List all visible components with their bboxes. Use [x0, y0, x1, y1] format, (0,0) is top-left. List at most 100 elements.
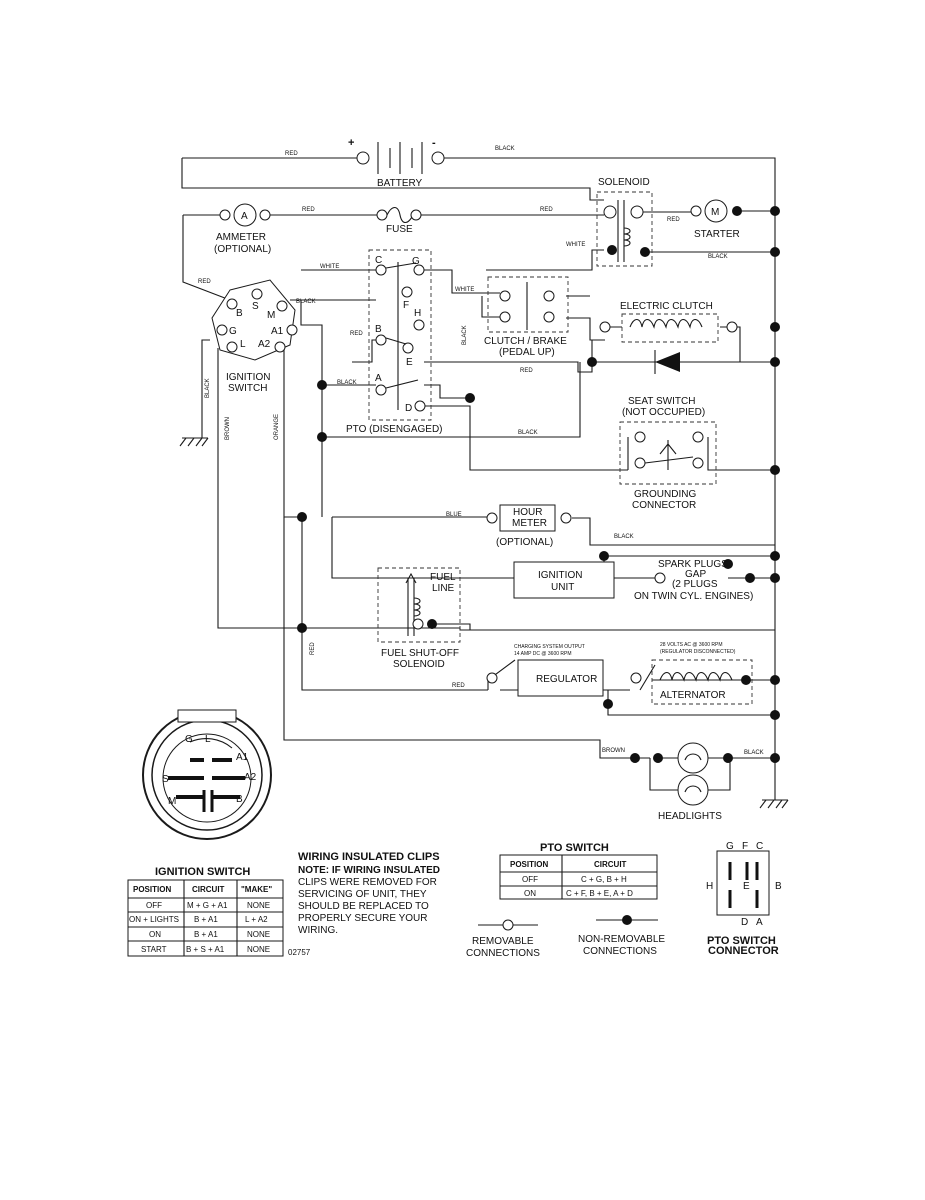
wire-red-3: RED [540, 207, 553, 213]
pto-label: PTO (DISENGAGED) [346, 424, 443, 435]
wire-black-4: BLACK [337, 380, 357, 386]
hour-meter-label-2: METER [512, 518, 547, 529]
hour-meter-label-1: HOUR [513, 507, 542, 518]
ammeter-optional: (OPTIONAL) [214, 244, 271, 255]
ign-terminal-l: L [240, 339, 246, 350]
pto-conn-b: B [775, 881, 782, 892]
pto-conn-label-1: PTO SWITCH [707, 935, 776, 947]
pto-row1-circ: C + G, B + H [581, 875, 627, 884]
pto-terminal-d: D [405, 403, 412, 414]
alternator: ALTERNATOR [651, 659, 753, 705]
spark-plugs-line-1: SPARK PLUGS [658, 559, 728, 570]
pto-terminal-g: G [412, 256, 420, 267]
wire-brown-1: BROWN [602, 748, 625, 754]
electric-clutch-label: ELECTRIC CLUTCH [620, 301, 713, 312]
ignition-switch: S B M G A1 L A2 IGNITION SWITCH [211, 279, 298, 394]
hour-meter-optional: (OPTIONAL) [496, 537, 553, 548]
note-l3: SERVICING OF UNIT, THEY [298, 889, 427, 900]
charging-output-2: 14 AMP DC @ 3600 RPM [514, 651, 572, 657]
grounding-label-2: CONNECTOR [632, 500, 696, 511]
ignition-switch-face: G L A1 A2 S M B [142, 709, 272, 840]
wire-black-9: BLACK [462, 325, 468, 345]
fuse: FUSE [376, 206, 422, 235]
wire-black-2: BLACK [708, 254, 728, 260]
wire-red-1: RED [285, 151, 298, 157]
pto-terminal-e: E [406, 357, 413, 368]
legend-nonremovable-1: NON-REMOVABLE [578, 934, 665, 945]
pto-terminal-a: A [375, 373, 382, 384]
fuel-shutoff-solenoid: FUEL LINE FUEL SHUT-OFF SOLENOID [377, 567, 461, 670]
wire-red-5: RED [198, 279, 211, 285]
ignition-unit-label-2: UNIT [551, 582, 574, 593]
grounding-label-1: GROUNDING [634, 489, 696, 500]
ign-row3-pos: ON [149, 930, 161, 939]
ign-label-1: IGNITION [226, 372, 270, 383]
ground-icon [179, 437, 789, 809]
wire-blue: BLUE [446, 512, 462, 518]
ign-table-title: IGNITION SWITCH [155, 866, 250, 878]
note-l2: CLIPS WERE REMOVED FOR [298, 877, 437, 888]
ign-label-2: SWITCH [228, 383, 267, 394]
battery-plus: + [348, 137, 354, 149]
hour-meter: HOUR METER (OPTIONAL) [486, 504, 572, 548]
legend: REMOVABLE CONNECTIONS NON-REMOVABLE CONN… [466, 915, 665, 959]
seat-switch: SEAT SWITCH (NOT OCCUPIED) GROUNDING CON… [619, 396, 717, 511]
ign-row4-pos: START [141, 945, 167, 954]
face-terminal-a1: A1 [236, 752, 249, 763]
ac-output-2: (REGULATOR DISCONNECTED) [660, 649, 736, 655]
face-terminal-s: S [162, 774, 169, 785]
wire-red-9: RED [310, 642, 316, 655]
legend-nonremovable-2: CONNECTIONS [583, 946, 657, 957]
ign-terminal-a2: A2 [258, 339, 271, 350]
ign-row2-make: L + A2 [245, 915, 268, 924]
pto-conn-f: F [742, 841, 748, 852]
part-number: 02757 [288, 948, 311, 957]
face-terminal-l: L [205, 734, 211, 745]
ign-terminal-g: G [229, 326, 237, 337]
pto-conn-g: G [726, 841, 734, 852]
ign-row4-circ: B + S + A1 [186, 945, 225, 954]
regulator: REGULATOR CHARGING SYSTEM OUTPUT 14 AMP … [486, 642, 736, 697]
alternator-label: ALTERNATOR [660, 690, 726, 701]
pto-table-title: PTO SWITCH [540, 842, 609, 854]
diode-icon [654, 350, 680, 374]
junctions [297, 206, 780, 763]
battery-label: BATTERY [377, 178, 423, 189]
spark-plugs-line-2: GAP [685, 569, 706, 580]
spark-plugs-line-3: (2 PLUGS [672, 579, 718, 590]
ign-table-h-position: POSITION [133, 885, 171, 894]
fuel-solenoid-label-2: SOLENOID [393, 659, 445, 670]
starter-symbol: M [711, 207, 719, 218]
legend-removable-1: REMOVABLE [472, 936, 534, 947]
ign-row1-circ: M + G + A1 [187, 901, 228, 910]
note-l5: PROPERLY SECURE YOUR [298, 913, 427, 924]
wire-white-2: WHITE [320, 264, 339, 270]
ign-row3-circ: B + A1 [194, 930, 218, 939]
seat-switch-label-1: SEAT SWITCH [628, 396, 695, 407]
spark-plugs: SPARK PLUGS GAP (2 PLUGS ON TWIN CYL. EN… [634, 559, 755, 602]
wire-white-1: WHITE [566, 242, 585, 248]
ignition-unit-label-1: IGNITION [538, 570, 582, 581]
ammeter: A AMMETER (OPTIONAL) [214, 203, 271, 255]
pto-table: PTO SWITCH POSITION CIRCUIT OFF C + G, B… [499, 842, 658, 900]
fuel-label: FUEL [430, 572, 456, 583]
charging-output-1: CHARGING SYSTEM OUTPUT [514, 644, 585, 650]
ign-terminal-m: M [267, 310, 275, 321]
wire-red-2: RED [302, 207, 315, 213]
ign-terminal-b: B [236, 308, 243, 319]
wire-brown-2: BROWN [225, 417, 231, 440]
ign-terminal-a1: A1 [271, 326, 284, 337]
headlights-label: HEADLIGHTS [658, 811, 722, 822]
wire-black-5: BLACK [518, 430, 538, 436]
note-l4: SHOULD BE REPLACED TO [298, 901, 429, 912]
fuel-line-label: LINE [432, 583, 455, 594]
spark-plugs-line-4: ON TWIN CYL. ENGINES) [634, 591, 753, 602]
battery-minus: - [432, 137, 436, 149]
battery: + - BATTERY [348, 137, 445, 189]
face-terminal-b: B [236, 794, 243, 805]
ign-table-h-circuit: CIRCUIT [192, 885, 225, 894]
wire-labels: RED BLACK RED RED RED WHITE BLACK RED WH… [198, 146, 764, 756]
wire-black-6: BLACK [614, 534, 634, 540]
ign-row3-make: NONE [247, 930, 270, 939]
